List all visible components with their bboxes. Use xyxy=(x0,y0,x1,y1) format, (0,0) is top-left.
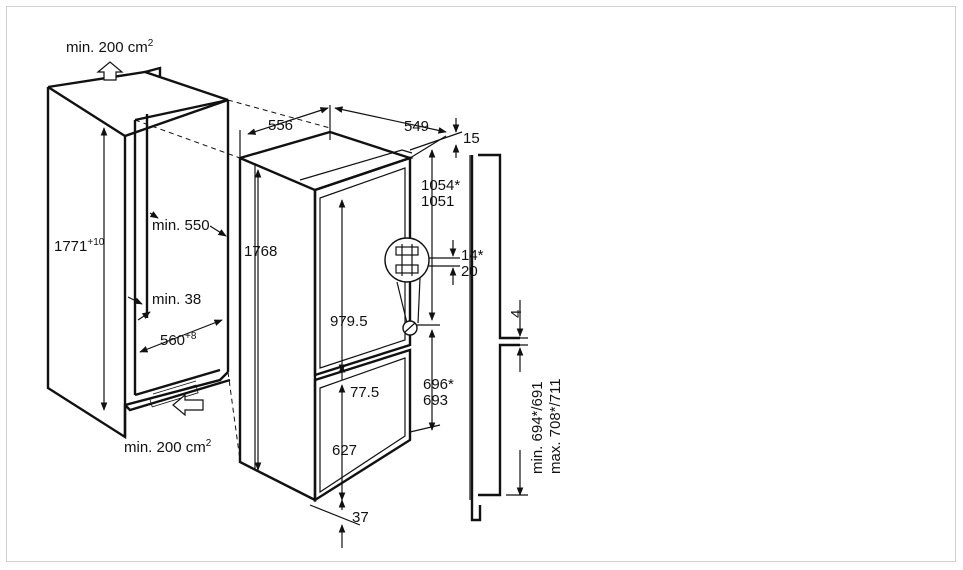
hinge-detail-magnifier xyxy=(384,237,430,336)
bottom-gap-label: 37 xyxy=(352,509,369,526)
upper-hinge-label-b: 1051 xyxy=(421,193,454,210)
vent-top-label: min. 200 cm2 xyxy=(66,38,154,56)
hinge-offset-label-a: 14* xyxy=(461,247,484,264)
furniture-max-label: max. 708*/711 xyxy=(547,378,564,474)
upper-door-label: 979.5 xyxy=(330,313,368,330)
appliance-depth-label: 549 xyxy=(404,118,429,135)
niche-width-label: 560+8 xyxy=(160,331,197,349)
furniture-min-label: min. 694*/691 xyxy=(529,381,546,474)
vent-out-arrow-icon xyxy=(172,393,204,417)
drawing-frame xyxy=(6,6,956,562)
upper-hinge-label-a: 1054* xyxy=(421,177,460,194)
vent-up-arrow-icon xyxy=(96,61,124,81)
niche-cabinet xyxy=(46,66,231,440)
lower-door-label: 627 xyxy=(332,442,357,459)
min-depth-label: min. 550 xyxy=(152,217,210,234)
appliance-height-label: 1768 xyxy=(244,243,277,260)
door-gap-label: 77.5 xyxy=(350,384,379,401)
hinge-offset-label-b: 20 xyxy=(461,263,478,280)
side-gap-label: 4 xyxy=(508,310,525,318)
vent-bottom-label: min. 200 cm2 xyxy=(124,438,212,456)
lower-hinge-label-b: 693 xyxy=(423,392,448,409)
top-gap-label: 15 xyxy=(463,130,480,147)
min-gap-label: min. 38 xyxy=(152,291,201,308)
lower-hinge-label-a: 696* xyxy=(423,376,454,393)
appliance-body xyxy=(238,130,414,503)
niche-height-label: 1771+10 xyxy=(54,237,105,255)
appliance-width-label: 556 xyxy=(268,117,293,134)
